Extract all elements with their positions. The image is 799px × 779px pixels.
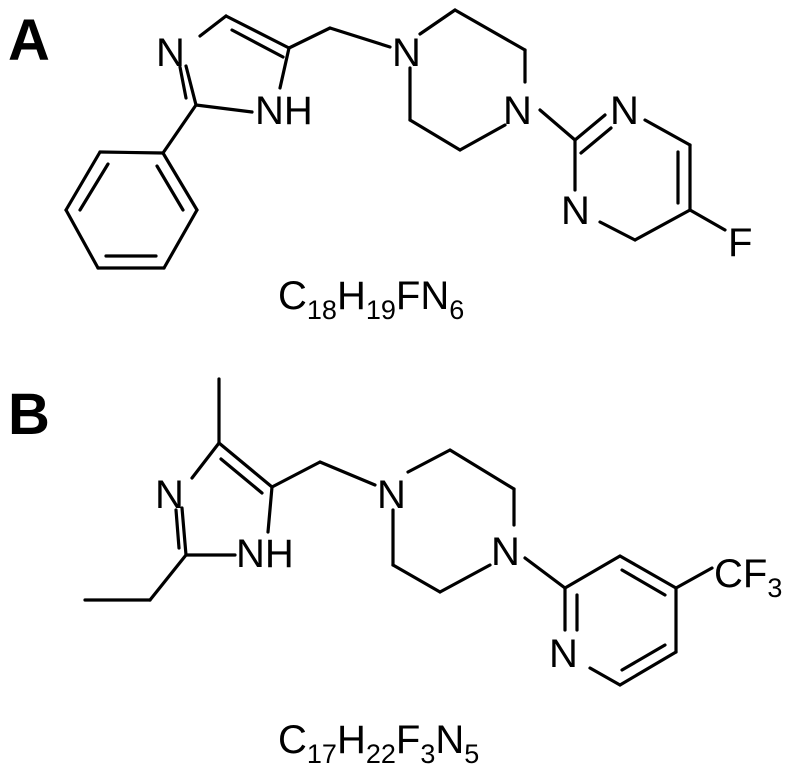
- imidazole-n-label: N: [155, 473, 184, 517]
- panel-a-label: A: [8, 8, 50, 73]
- panel-b-label: B: [8, 382, 50, 447]
- trifluoromethyl-label: CF3: [714, 552, 782, 603]
- pyrimidine-n1-label: N: [610, 89, 639, 133]
- pyrimidine-n2-label: N: [561, 189, 590, 233]
- panel-b-atom-labels: N NH N N N CF3: [155, 473, 782, 676]
- panel-a-bonds: [64, 8, 727, 270]
- piperazine-n2-label: N: [491, 530, 520, 574]
- fluorine-label: F: [728, 221, 752, 265]
- formula-a: C18H19FN6: [278, 274, 464, 325]
- piperazine-n2-label: N: [503, 89, 532, 133]
- formula-b: C17H22F3N5: [278, 718, 479, 769]
- piperazine-n1-label: N: [377, 473, 406, 517]
- imidazole-nh-label: NH: [255, 89, 313, 133]
- imidazole-nh-label: NH: [236, 532, 294, 576]
- piperazine-n1-label: N: [392, 31, 421, 75]
- panel-b-bonds: [83, 377, 714, 687]
- pyridine-n-label: N: [549, 632, 578, 676]
- imidazole-n-label: N: [156, 31, 185, 75]
- panel-a-atom-labels: N NH N N N N F: [156, 31, 752, 265]
